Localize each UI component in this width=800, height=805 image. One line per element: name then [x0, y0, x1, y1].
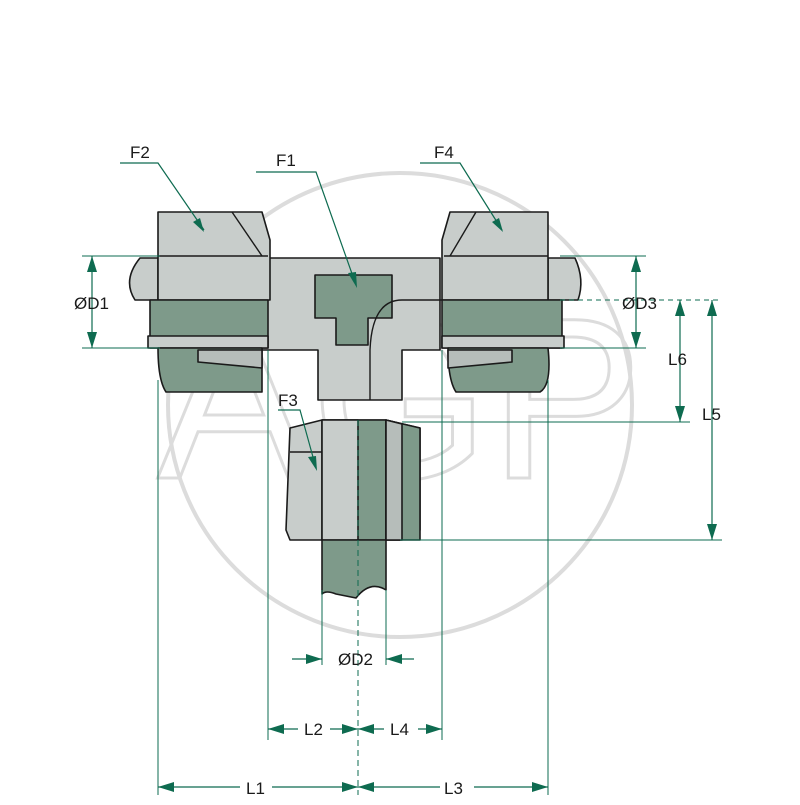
- label-l5: L5: [702, 405, 721, 424]
- label-f2: F2: [130, 143, 150, 162]
- label-f4: F4: [434, 143, 454, 162]
- label-l1: L1: [246, 779, 265, 798]
- label-l3: L3: [444, 779, 463, 798]
- label-d1: ØD1: [74, 294, 109, 313]
- label-l6: L6: [668, 350, 687, 369]
- tee-body: [261, 257, 442, 401]
- label-f1: F1: [276, 151, 296, 170]
- label-l2: L2: [304, 720, 323, 739]
- left-nut: [128, 211, 271, 393]
- part-leaders: [120, 162, 503, 471]
- dimension-lines: [82, 255, 722, 795]
- label-d3: ØD3: [622, 294, 657, 313]
- labels: F2 F1 F4 F3 ØD1 ØD3 L6 L5 ØD2 L2 L4 L1 L…: [74, 143, 721, 798]
- label-l4: L4: [390, 720, 409, 739]
- bottom-nut: [285, 419, 421, 599]
- label-f3: F3: [278, 391, 298, 410]
- label-d2: ØD2: [338, 650, 373, 669]
